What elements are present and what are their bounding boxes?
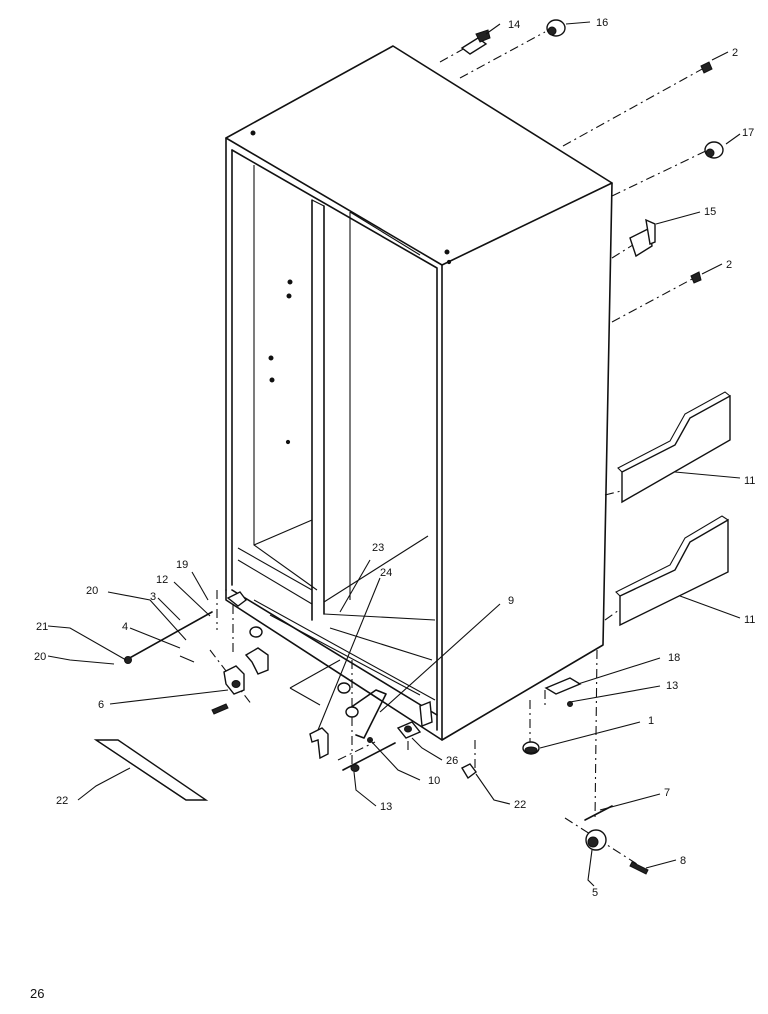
callout-5: 5 [592,887,598,899]
roller-bracket-icon [396,701,433,739]
screw-icon [211,703,229,715]
callout-21: 21 [36,621,48,633]
base-grille-icon [93,739,209,801]
callout-12: 12 [156,574,168,586]
callout-11: 11 [744,614,755,626]
callout-labels: 14 16 2 17 15 2 11 11 23 24 9 19 20 12 3… [34,17,755,899]
screw-icon [567,701,573,707]
parts [93,19,731,875]
bracket-icon [309,727,329,760]
callout-20: 20 [86,585,98,597]
rod-icon [342,742,396,771]
screw-icon [690,271,702,284]
pin-icon [179,655,195,663]
callout-20: 20 [34,651,46,663]
rod-icon [125,611,213,661]
callout-leaders [47,21,741,887]
hinge-pin-icon [460,29,491,55]
callout-22: 22 [514,799,526,811]
callout-4: 4 [122,621,128,633]
callout-13: 13 [380,801,392,813]
roller-icon [337,682,351,694]
nut-icon [124,656,132,664]
callout-14: 14 [508,19,520,31]
callout-8: 8 [680,855,686,867]
roller-icon [345,706,359,718]
page-number: 26 [30,986,45,1001]
callout-11: 11 [744,475,755,487]
callout-18: 18 [668,652,680,664]
roller-bracket-left-icon [223,591,269,695]
cabinet-shell [225,45,613,741]
callout-3: 3 [150,591,156,603]
callout-26: 26 [446,755,458,767]
callout-13: 13 [666,680,678,692]
callout-2: 2 [726,259,732,271]
callout-17: 17 [742,127,754,139]
callout-9: 9 [508,595,514,607]
nut-icon [350,764,360,772]
callout-7: 7 [664,787,670,799]
callout-15: 15 [704,206,716,218]
door-stop-lower-icon [615,515,729,627]
bushing-icon [546,19,566,37]
screw-icon [629,861,649,875]
roller-wheel-icon [585,829,607,851]
callout-22: 22 [56,795,68,807]
callout-10: 10 [428,775,440,787]
callout-1: 1 [648,715,654,727]
callout-2: 2 [732,47,738,59]
leveling-foot-icon [522,741,540,755]
callout-24: 24 [380,567,392,579]
assembly-centerlines [209,31,713,867]
link-bar-icon [349,689,387,739]
hinge-bracket-icon [629,218,656,258]
door-stop-upper-icon [617,391,731,504]
bushing-icon [704,141,724,159]
callout-6: 6 [98,699,104,711]
clip-icon [461,763,477,780]
screw-icon [700,61,713,74]
clip-icon [544,677,582,695]
callout-23: 23 [372,542,384,554]
callout-19: 19 [176,559,188,571]
callout-16: 16 [596,17,608,29]
